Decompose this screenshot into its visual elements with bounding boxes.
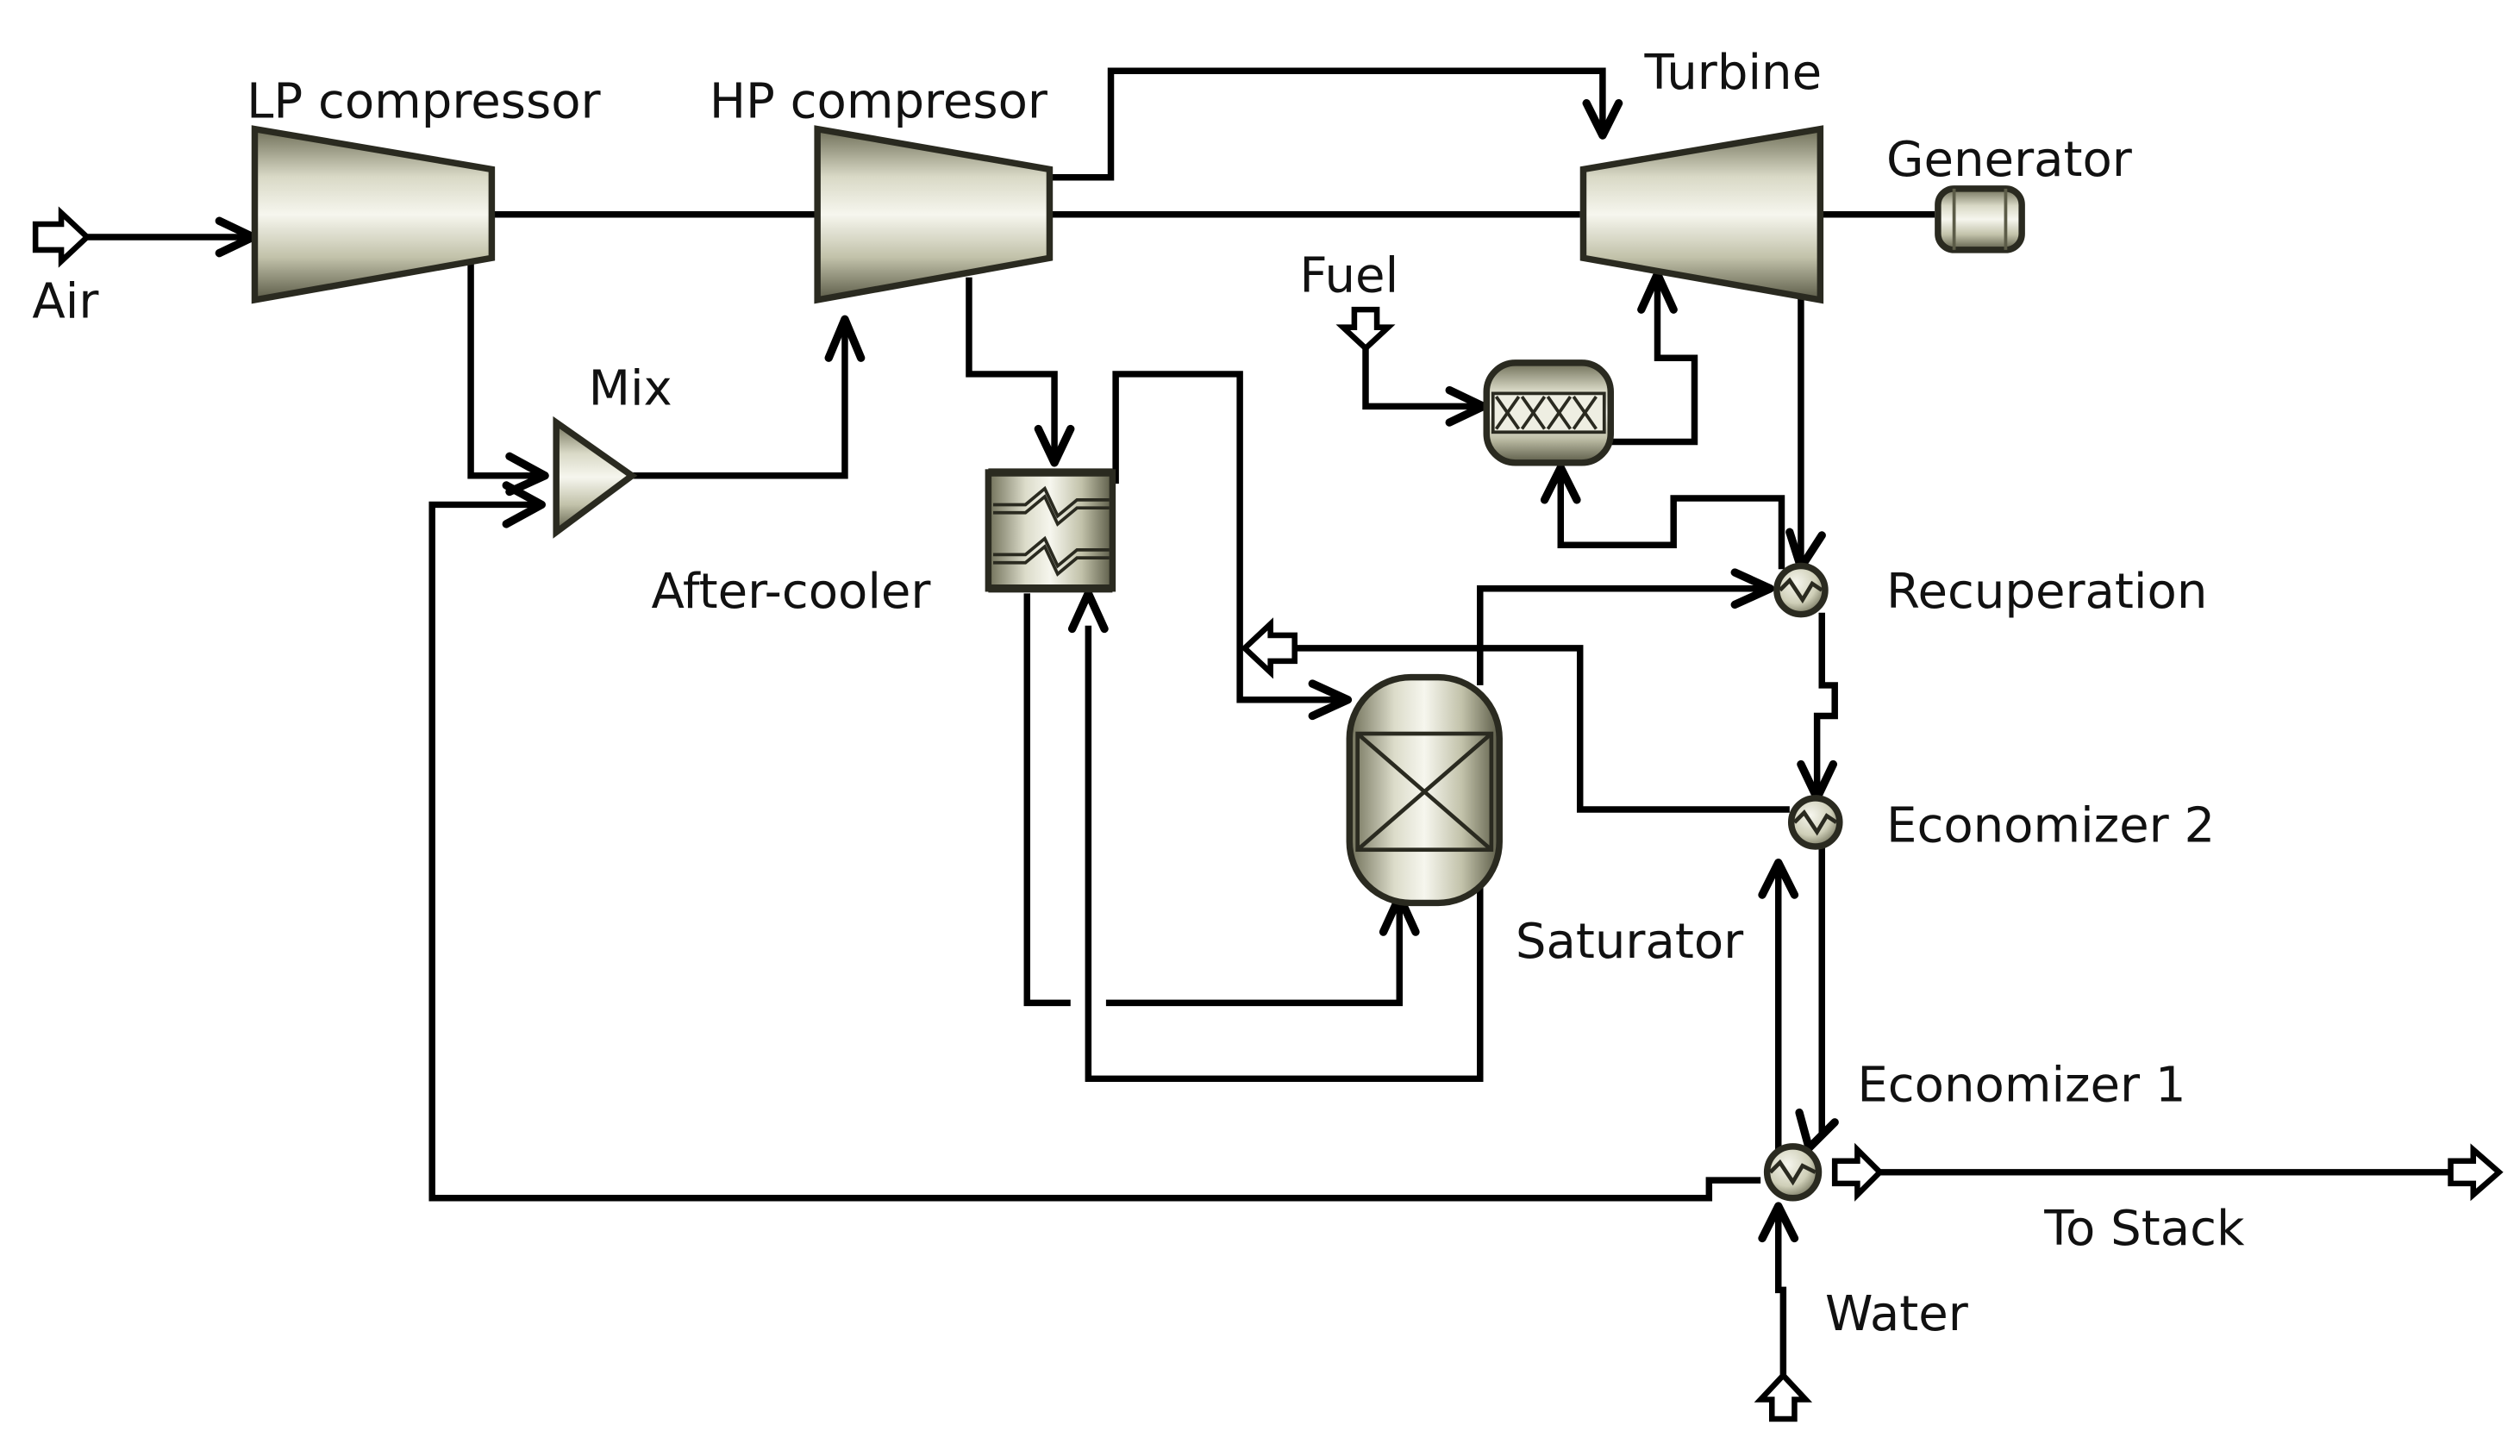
- stream-aftercooler-to-saturator-bottom: [1023, 593, 1404, 1007]
- stream-recuperator-to-combustor: [1557, 467, 1785, 570]
- recuperation-heat-exchanger-icon: [1773, 562, 1829, 618]
- stream-mix-to-hp: [632, 322, 848, 479]
- arrow-water-to-economizer1: [1758, 1202, 1799, 1243]
- stream-lines: [84, 67, 2451, 1390]
- arrow-mix-to-hp: [824, 315, 866, 362]
- stream-economizer2-to-saturator-return: [1290, 645, 1790, 813]
- stream-fuel: [1362, 341, 1484, 410]
- feed-product-markers: [32, 206, 2504, 1422]
- arrow-lp-to-mix: [505, 452, 549, 497]
- arrow-hp-to-turbine-top: [1582, 99, 1623, 140]
- label-fuel: Fuel: [1299, 248, 1398, 304]
- label-air: Air: [32, 273, 99, 329]
- stack-outlet-arrow-icon: [1831, 1142, 1885, 1202]
- stack-product-arrow-icon: [2448, 1143, 2504, 1202]
- generator-icon: [1935, 185, 2025, 253]
- arrow-hp-to-aftercooler: [1034, 424, 1075, 467]
- arrow-recycle-to-mix: [502, 481, 547, 528]
- stream-recuperator-to-economizer2: [1813, 612, 1838, 798]
- hp-compressor-icon: [814, 125, 1054, 304]
- arrow-to-saturator-side: [1308, 679, 1353, 721]
- stream-saturator-water-return: [1085, 625, 1484, 1083]
- economizer-1-icon: [1763, 1143, 1823, 1202]
- label-saturator: Saturator: [1516, 914, 1744, 970]
- arrow-water-to-economizer2: [1758, 859, 1799, 899]
- arrow-saturator-to-recuperator: [1730, 568, 1775, 609]
- labels: LP compressor HP compresor Turbine Gener…: [32, 45, 2245, 1342]
- fuel-feed-arrow-icon: [1335, 306, 1396, 353]
- stream-hp-to-aftercooler: [966, 277, 1058, 463]
- label-economizer-1: Economizer 1: [1857, 1058, 2185, 1114]
- arrow-exhaust-to-recuperator: [1785, 528, 1826, 572]
- return-arrow-icon: [1240, 617, 1298, 679]
- economizer-2-icon: [1787, 795, 1843, 850]
- stream-water-inlet: [1775, 1212, 1787, 1390]
- label-turbine: Turbine: [1644, 45, 1823, 101]
- stream-economizer1-to-mix: [428, 501, 1761, 1202]
- label-lp-compressor: LP compressor: [247, 74, 601, 130]
- combustor-icon: [1483, 359, 1614, 466]
- stream-saturator-to-recuperator: [1477, 584, 1771, 685]
- label-to-stack: To Stack: [2043, 1201, 2245, 1257]
- equipment: [251, 125, 2025, 1202]
- arrow-to-combustor-bottom: [1540, 463, 1581, 504]
- label-after-cooler: After-cooler: [652, 564, 932, 620]
- mix-icon: [553, 416, 638, 539]
- label-economizer-2: Economizer 2: [1886, 797, 2215, 853]
- after-cooler-icon: [985, 468, 1116, 593]
- arrow-to-economizer1: [1795, 1108, 1839, 1153]
- saturator-icon: [1346, 673, 1503, 907]
- stream-hp-to-turbine-cooling: [1047, 67, 1606, 181]
- water-feed-arrow-icon: [1754, 1371, 1813, 1422]
- stream-lp-to-mix: [467, 258, 546, 479]
- lp-compressor-icon: [251, 125, 496, 304]
- label-recuperation: Recuperation: [1886, 564, 2207, 620]
- turbine-icon: [1579, 125, 1824, 304]
- air-feed-arrow-icon: [32, 206, 91, 268]
- label-mix: Mix: [589, 360, 672, 416]
- stream-aftercooler-to-saturator: [1112, 371, 1348, 703]
- label-hp-compressor: HP compresor: [710, 74, 1048, 130]
- arrow-water-to-aftercooler: [1067, 589, 1109, 634]
- label-water: Water: [1825, 1286, 1969, 1342]
- stream-combustor-to-turbine: [1609, 277, 1698, 446]
- label-generator: Generator: [1886, 132, 2133, 188]
